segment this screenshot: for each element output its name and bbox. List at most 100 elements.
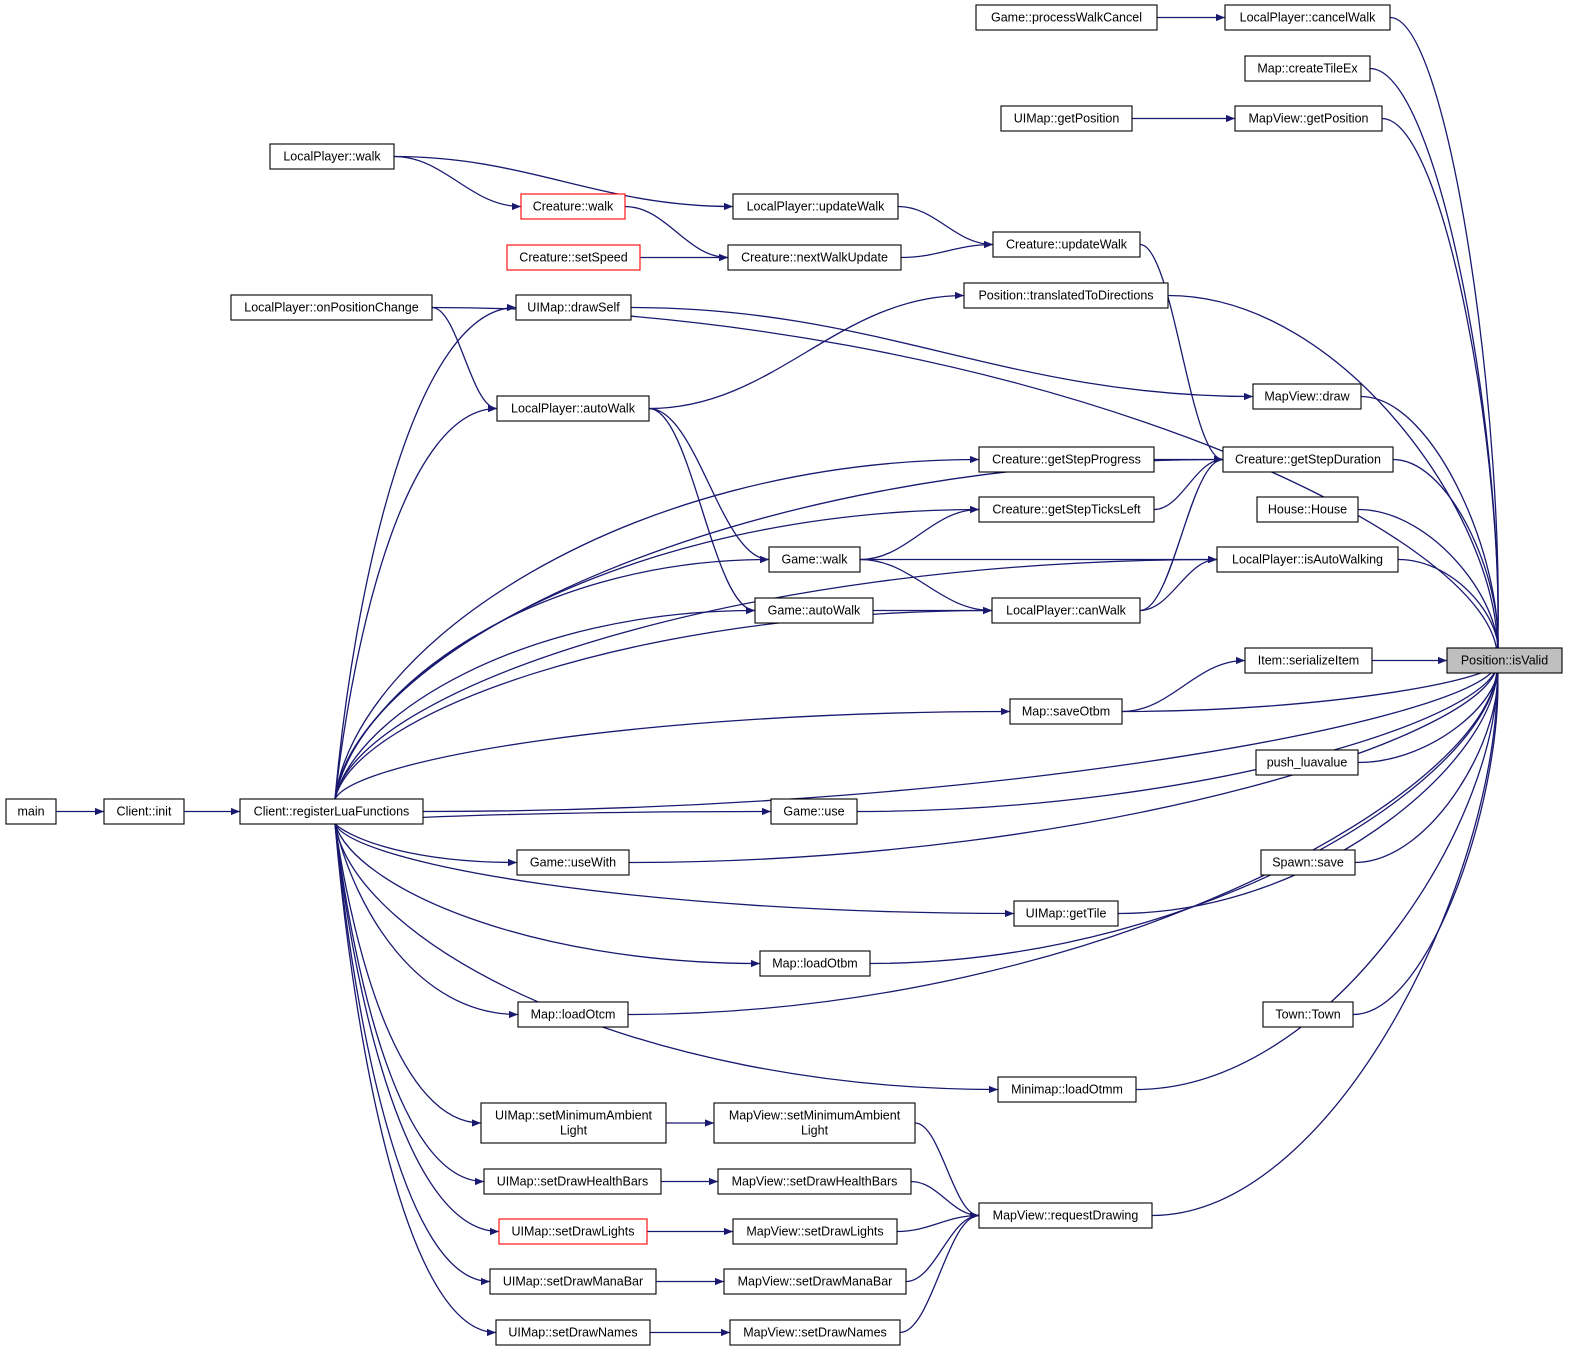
node-mvSetNames[interactable]: MapView::setDrawNames <box>729 1319 901 1346</box>
node-label: UIMap::setDrawNames <box>508 1326 637 1340</box>
edge-mvDraw-to-root <box>1360 395 1502 661</box>
edge-registerLua-to-lpIsAutoWalking <box>334 555 1218 800</box>
node-crGetStepDuration[interactable]: Creature::getStepDuration <box>1222 446 1394 473</box>
node-mvSetManaBar[interactable]: MapView::setDrawManaBar <box>723 1268 907 1295</box>
node-box <box>1216 546 1399 573</box>
node-label: Game::use <box>783 805 844 819</box>
node-umSetHealthBars[interactable]: UIMap::setDrawHealthBars <box>483 1168 662 1195</box>
node-mvGetPosition[interactable]: MapView::getPosition <box>1234 105 1383 132</box>
node-mvSetLights[interactable]: MapView::setDrawLights <box>732 1218 898 1245</box>
edge-registerLua-to-mapLoadOtbm <box>334 823 761 968</box>
node-crWalk[interactable]: Creature::walk <box>520 193 626 220</box>
node-itemSerialize[interactable]: Item::serializeItem <box>1244 647 1373 674</box>
node-box <box>483 1168 662 1195</box>
node-box <box>515 294 632 321</box>
node-main[interactable]: main <box>5 798 57 825</box>
node-posTranslated[interactable]: Position::translatedToDirections <box>963 282 1169 309</box>
node-label: Map::loadOtcm <box>531 1008 616 1022</box>
node-label: Light <box>801 1124 829 1138</box>
node-label: Creature::getStepProgress <box>992 453 1141 467</box>
node-gameWalk[interactable]: Game::walk <box>768 546 861 573</box>
edges-layer <box>56 13 1505 1337</box>
node-umDrawSelf[interactable]: UIMap::drawSelf <box>515 294 632 321</box>
edge-registerLua-to-gameUseWith <box>334 823 518 867</box>
node-label: MapView::getPosition <box>1249 112 1369 126</box>
node-root[interactable]: Position::isValid <box>1446 647 1563 674</box>
node-lpOnPositionChange[interactable]: LocalPlayer::onPositionChange <box>230 294 433 321</box>
node-gameUseWith[interactable]: Game::useWith <box>516 849 630 876</box>
node-processWalkCancel[interactable]: Game::processWalkCancel <box>975 4 1158 31</box>
node-label: Light <box>560 1124 588 1138</box>
node-box <box>991 597 1141 624</box>
edge-gameUseWith-to-root <box>628 660 1502 864</box>
node-mvRequestDrawing[interactable]: MapView::requestDrawing <box>978 1202 1153 1229</box>
node-box <box>1013 900 1119 927</box>
node-label: UIMap::setMinimumAmbient <box>495 1109 653 1123</box>
node-label: UIMap::getPosition <box>1014 112 1120 126</box>
node-lpAutoWalk[interactable]: LocalPlayer::autoWalk <box>496 395 650 422</box>
node-gameUse[interactable]: Game::use <box>770 798 858 825</box>
edge-mvSetNames-to-mvRequestDrawing <box>899 1211 980 1334</box>
edge-mvSetLights-to-mvRequestDrawing <box>896 1211 980 1233</box>
node-umSetNames[interactable]: UIMap::setDrawNames <box>495 1319 651 1346</box>
node-box <box>1256 496 1359 523</box>
node-mapLoadOtbm[interactable]: Map::loadOtbm <box>759 950 871 977</box>
node-crUpdateWalk[interactable]: Creature::updateWalk <box>992 231 1141 258</box>
edge-lpCanWalk-to-crGetStepDuration <box>1139 455 1224 612</box>
node-lpIsAutoWalking[interactable]: LocalPlayer::isAutoWalking <box>1216 546 1399 573</box>
node-minimapLoadOtmm[interactable]: Minimap::loadOtmm <box>997 1076 1137 1103</box>
node-createTileEx[interactable]: Map::createTileEx <box>1244 55 1371 82</box>
node-umGetTile[interactable]: UIMap::getTile <box>1013 900 1119 927</box>
node-mvDraw[interactable]: MapView::draw <box>1252 383 1362 410</box>
node-crSetSpeed[interactable]: Creature::setSpeed <box>506 244 641 271</box>
node-label: Creature::walk <box>533 200 614 214</box>
node-pushLuavalue[interactable]: push_luavalue <box>1255 749 1359 776</box>
node-label: LocalPlayer::cancelWalk <box>1240 11 1376 25</box>
node-umGetPosition[interactable]: UIMap::getPosition <box>1000 105 1133 132</box>
node-box <box>978 1202 1153 1229</box>
node-label: UIMap::getTile <box>1026 907 1107 921</box>
node-label: LocalPlayer::updateWalk <box>747 200 886 214</box>
node-clientInit[interactable]: Client::init <box>103 798 185 825</box>
node-mvSetHealthBars[interactable]: MapView::setDrawHealthBars <box>717 1168 912 1195</box>
edge-mvRequestDrawing-to-root <box>1151 660 1502 1217</box>
node-umSetLights[interactable]: UIMap::setDrawLights <box>498 1218 648 1245</box>
edge-crUpdateWalk-to-crGetStepDuration <box>1139 243 1224 464</box>
node-registerLua[interactable]: Client::registerLuaFunctions <box>239 798 424 825</box>
node-label: UIMap::setDrawLights <box>512 1225 635 1239</box>
node-box <box>732 1218 898 1245</box>
node-crGetStepTicksLeft[interactable]: Creature::getStepTicksLeft <box>978 496 1155 523</box>
edge-mvGetPosition-to-root <box>1381 117 1502 661</box>
node-mapLoadOtcm[interactable]: Map::loadOtcm <box>517 1001 629 1028</box>
node-lpCanWalk[interactable]: LocalPlayer::canWalk <box>991 597 1141 624</box>
node-label: Map::loadOtbm <box>772 957 857 971</box>
node-label: LocalPlayer::autoWalk <box>511 402 636 416</box>
edge-registerLua-to-gameAutoWalk <box>334 606 756 800</box>
node-box <box>997 1076 1137 1103</box>
edge-umDrawSelf-to-mvDraw <box>630 306 1254 401</box>
node-umSetManaBar[interactable]: UIMap::setDrawManaBar <box>489 1268 657 1295</box>
node-spawnSave[interactable]: Spawn::save <box>1260 849 1356 876</box>
edge-registerLua-to-mapSaveOtbm <box>334 707 1011 800</box>
node-crNextWalkUpdate[interactable]: Creature::nextWalkUpdate <box>727 244 902 271</box>
node-houseHouse[interactable]: House::House <box>1256 496 1359 523</box>
edge-lpUpdateWalk-to-crUpdateWalk <box>897 205 994 249</box>
node-box <box>978 446 1155 473</box>
node-box <box>729 1319 901 1346</box>
edge-gameWalk-to-lpCanWalk <box>859 558 993 615</box>
node-label: MapView::requestDrawing <box>993 1209 1139 1223</box>
node-lpUpdateWalk[interactable]: LocalPlayer::updateWalk <box>732 193 899 220</box>
node-mapSaveOtbm[interactable]: Map::saveOtbm <box>1009 698 1123 725</box>
node-cancelWalk[interactable]: LocalPlayer::cancelWalk <box>1224 4 1391 31</box>
edge-registerLua-to-minimapLoadOtmm <box>334 823 999 1094</box>
node-box <box>978 496 1155 523</box>
node-label: LocalPlayer::onPositionChange <box>244 301 418 315</box>
node-townTown[interactable]: Town::Town <box>1262 1001 1354 1028</box>
node-gameAutoWalk[interactable]: Game::autoWalk <box>754 597 874 624</box>
node-lpWalk[interactable]: LocalPlayer::walk <box>269 143 395 170</box>
node-crGetStepProgress[interactable]: Creature::getStepProgress <box>978 446 1155 473</box>
node-label: LocalPlayer::canWalk <box>1006 604 1126 618</box>
node-box <box>713 1102 916 1144</box>
